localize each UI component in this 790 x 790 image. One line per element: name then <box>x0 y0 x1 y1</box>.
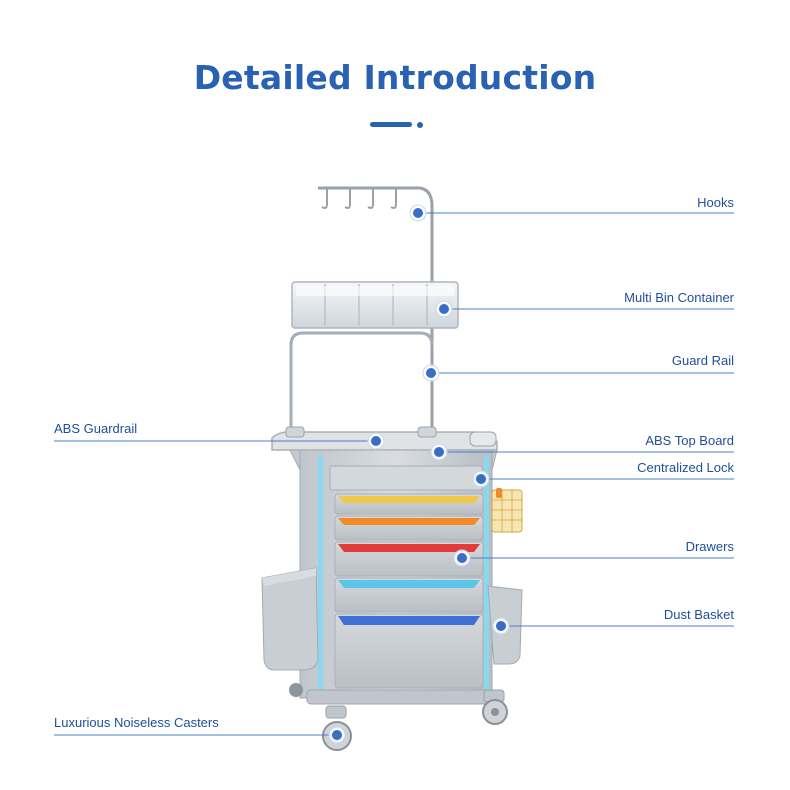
title-underline-dot <box>417 122 423 128</box>
title-underline <box>370 122 412 127</box>
marker-guard-rail <box>422 364 440 382</box>
marker-hooks <box>409 204 427 222</box>
label-centralized-lock: Centralized Lock <box>637 460 734 475</box>
multi-bin-container <box>291 281 459 329</box>
drawers <box>334 493 484 689</box>
label-luxurious-noiseless-casters: Luxurious Noiseless Casters <box>54 715 219 730</box>
guard-rail-frame <box>289 331 434 435</box>
marker-luxurious-noiseless-casters <box>328 726 346 744</box>
page-title: Detailed Introduction <box>193 58 597 97</box>
label-abs-top-board: ABS Top Board <box>645 433 734 448</box>
label-multi-bin-container: Multi Bin Container <box>624 290 734 305</box>
iv-pole <box>318 186 434 438</box>
label-drawers: Drawers <box>685 539 734 554</box>
marker-drawers <box>453 549 471 567</box>
marker-multi-bin-container <box>435 300 453 318</box>
label-dust-basket: Dust Basket <box>663 607 734 622</box>
abs-top-board-shape <box>271 426 498 451</box>
label-hooks: Hooks <box>697 195 734 210</box>
left-side-basket <box>261 567 319 671</box>
label-guard-rail: Guard Rail <box>671 353 734 368</box>
side-wire-basket <box>491 488 523 533</box>
label-abs-guardrail: ABS Guardrail <box>54 421 138 436</box>
marker-centralized-lock <box>472 470 490 488</box>
marker-dust-basket <box>492 617 510 635</box>
marker-abs-guardrail <box>367 432 385 450</box>
marker-abs-top-board <box>430 443 448 461</box>
